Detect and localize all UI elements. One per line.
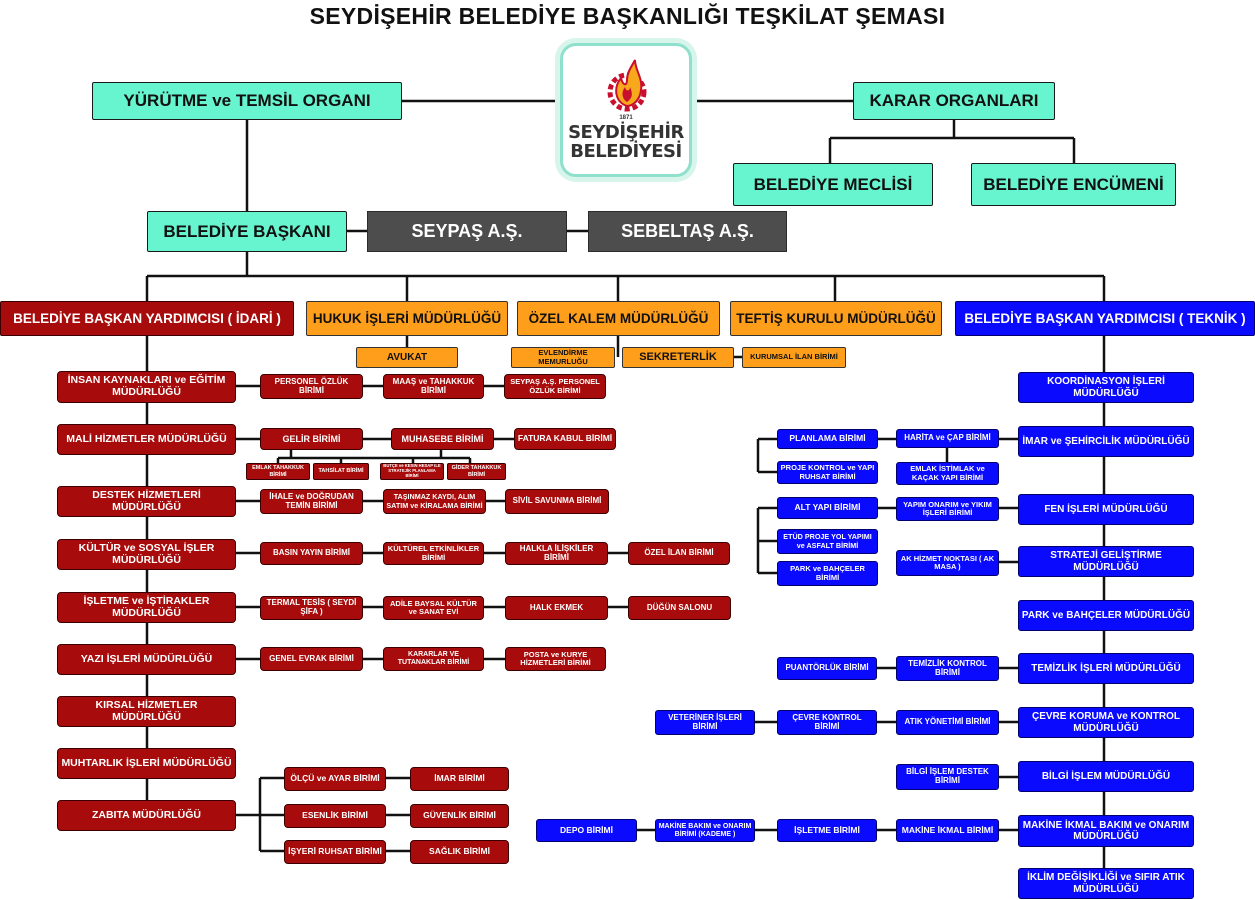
- harita-cap-birimi[interactable]: HARİTA ve ÇAP BİRİMİ: [896, 429, 999, 448]
- dugun-salonu-birimi[interactable]: DÜĞÜN SALONU: [628, 596, 731, 620]
- ihale-dogrudan-temin-birimi[interactable]: İHALE ve DOĞRUDAN TEMİN BİRİMİ: [260, 489, 363, 514]
- imar-sehircilik-mudurlugu[interactable]: İMAR ve ŞEHİRCİLİK MÜDÜRLÜĞÜ: [1018, 426, 1194, 457]
- makine-ikmal-birimi[interactable]: MAKİNE İKMAL BİRİMİ: [896, 819, 999, 842]
- cevre-kontrol-birimi[interactable]: ÇEVRE KONTROL BİRİMİ: [777, 710, 877, 735]
- evlendirme-memurlugu-box[interactable]: EVLENDİRME MEMURLUĞU: [511, 347, 615, 368]
- bilgi-islem-mudurlugu[interactable]: BİLGİ İŞLEM MÜDÜRLÜĞÜ: [1018, 761, 1194, 792]
- temizlik-isleri-mudurlugu[interactable]: TEMİZLİK İŞLERİ MÜDÜRLÜĞÜ: [1018, 653, 1194, 684]
- gelir-birimi[interactable]: GELİR BİRİMİ: [260, 428, 363, 450]
- logo-name-line1: SEYDİŞEHİR: [568, 122, 684, 143]
- gider-tahakkuk-birimi[interactable]: GİDER TAHAKKUK BİRİMİ: [447, 463, 506, 480]
- personel-ozluk-birimi[interactable]: PERSONEL ÖZLÜK BİRİMİ: [260, 374, 363, 399]
- karar-organlari-box[interactable]: KARAR ORGANLARI: [853, 82, 1055, 120]
- saglik-birimi[interactable]: SAĞLIK BİRİMİ: [410, 840, 509, 864]
- yapim-onarim-yikim-birimi[interactable]: YAPIM ONARIM ve YIKIM İŞLERİ BİRİMİ: [896, 497, 999, 521]
- insan-kaynaklari-mudurlugu[interactable]: İNSAN KAYNAKLARI ve EĞİTİM MÜDÜRLÜĞÜ: [57, 371, 236, 403]
- makine-ikmal-bakim-onarim-mudurlugu[interactable]: MAKİNE İKMAL BAKIM ve ONARIM MÜDÜRLÜĞÜ: [1018, 815, 1194, 847]
- kulturel-etkinlikler-birimi[interactable]: KÜLTÜREL ETKİNLİKLER BİRİMİ: [383, 542, 484, 565]
- belediye-meclisi-box[interactable]: BELEDİYE MECLİSİ: [733, 163, 933, 206]
- emlak-tahakkuk-birimi[interactable]: EMLAK TAHAKKUK BİRİMİ: [246, 463, 310, 480]
- chart-title: SEYDİŞEHİR BELEDİYE BAŞKANLIĞI TEŞKİLAT …: [309, 3, 946, 29]
- logo-name-line2: BELEDİYESİ: [570, 140, 682, 162]
- halkla-iliskiler-birimi[interactable]: HALKLA İLİŞKİLER BİRİMİ: [505, 542, 608, 565]
- tasinmaz-kaydi-birimi[interactable]: TAŞINMAZ KAYDI, ALIM SATIM ve KİRALAMA B…: [383, 489, 486, 514]
- puantorluk-birimi[interactable]: PUANTÖRLÜK BİRİMİ: [777, 657, 877, 680]
- belediye-encumeni-box[interactable]: BELEDİYE ENCÜMENİ: [971, 163, 1176, 206]
- fatura-kabul-birimi[interactable]: FATURA KABUL BİRİMİ: [514, 428, 616, 450]
- avukat-box[interactable]: AVUKAT: [356, 347, 458, 368]
- sebeltas-box[interactable]: SEBELTAŞ A.Ş.: [588, 211, 787, 252]
- genel-evrak-birimi[interactable]: GENEL EVRAK BİRİMİ: [260, 647, 363, 671]
- depo-birimi[interactable]: DEPO BİRİMİ: [536, 819, 637, 842]
- isyeri-ruhsat-birimi[interactable]: İŞYERİ RUHSAT BİRİMİ: [284, 840, 386, 864]
- guvenlik-birimi[interactable]: GÜVENLİK BİRİMİ: [410, 804, 509, 828]
- etud-proje-yol-asfalt-birimi[interactable]: ETÜD PROJE YOL YAPIMI ve ASFALT BİRİMİ: [777, 529, 878, 554]
- baskan-yardimcisi-teknik-box[interactable]: BELEDİYE BAŞKAN YARDIMCISI ( TEKNİK ): [955, 301, 1255, 336]
- ozel-kalem-box[interactable]: ÖZEL KALEM MÜDÜRLÜĞÜ: [517, 301, 720, 336]
- iklim-degisikligi-sifir-atik-mudurlugu[interactable]: İKLİM DEĞİŞİKLİĞİ ve SIFIR ATIK MÜDÜRLÜĞ…: [1018, 868, 1194, 899]
- destek-hizmetleri-mudurlugu[interactable]: DESTEK HİZMETLERİ MÜDÜRLÜĞÜ: [57, 486, 236, 517]
- mali-hizmetler-mudurlugu[interactable]: MALİ HİZMETLER MÜDÜRLÜĞÜ: [57, 424, 236, 455]
- kirsal-hizmetler-mudurlugu[interactable]: KIRSAL HİZMETLER MÜDÜRLÜĞÜ: [57, 696, 236, 727]
- esenlik-birimi[interactable]: ESENLİK BİRİMİ: [284, 804, 386, 828]
- isletme-istirakler-mudurlugu[interactable]: İŞLETME ve İŞTİRAKLER MÜDÜRLÜĞÜ: [57, 592, 236, 623]
- planlama-birimi[interactable]: PLANLAMA BİRİMİ: [777, 429, 878, 449]
- sivil-savunma-birimi[interactable]: SİVİL SAVUNMA BİRİMİ: [505, 489, 609, 514]
- zabita-mudurlugu[interactable]: ZABITA MÜDÜRLÜĞÜ: [57, 800, 236, 831]
- yurutme-organi-box[interactable]: YÜRÜTME ve TEMSİL ORGANI: [92, 82, 402, 120]
- halk-ekmek-birimi[interactable]: HALK EKMEK: [505, 596, 608, 620]
- cevre-koruma-kontrol-mudurlugu[interactable]: ÇEVRE KORUMA ve KONTROL MÜDÜRLÜĞÜ: [1018, 707, 1194, 738]
- logo-name: SEYDİŞEHİR BELEDİYESİ: [563, 122, 689, 162]
- adile-baysal-kultur-sanat-evi[interactable]: ADİLE BAYSAL KÜLTÜR ve SANAT EVİ: [383, 596, 484, 620]
- kultur-sosyal-isler-mudurlugu[interactable]: KÜLTÜR ve SOSYAL İŞLER MÜDÜRLÜĞÜ: [57, 539, 236, 570]
- isletme-birimi[interactable]: İŞLETME BİRİMİ: [777, 819, 877, 842]
- municipality-logo: 1871 SEYDİŞEHİR BELEDİYESİ: [560, 43, 692, 177]
- maas-tahakkuk-birimi[interactable]: MAAŞ ve TAHAKKUK BİRİMİ: [383, 374, 484, 399]
- koordinasyon-isleri-mudurlugu[interactable]: KOORDİNASYON İŞLERİ MÜDÜRLÜĞÜ: [1018, 372, 1194, 403]
- ozel-ilan-birimi[interactable]: ÖZEL İLAN BİRİMİ: [628, 542, 730, 565]
- kurumsal-ilan-box[interactable]: KURUMSAL İLAN BİRİMİ: [742, 347, 846, 368]
- kararlar-tutanaklar-birimi[interactable]: KARARLAR VE TUTANAKLAR BİRİMİ: [383, 647, 484, 671]
- park-bahceler-birimi[interactable]: PARK ve BAHÇELER BİRİMİ: [777, 561, 878, 586]
- alt-yapi-birimi[interactable]: ALT YAPI BİRİMİ: [777, 497, 878, 519]
- yazi-isleri-mudurlugu[interactable]: YAZI İŞLERİ MÜDÜRLÜĞÜ: [57, 644, 236, 675]
- logo-year: 1871: [619, 115, 633, 121]
- baskan-yardimcisi-idari-box[interactable]: BELEDİYE BAŞKAN YARDIMCISI ( İDARİ ): [0, 301, 294, 336]
- tahsilat-birimi[interactable]: TAHSİLAT BİRİMİ: [313, 463, 369, 480]
- basin-yayin-birimi[interactable]: BASIN YAYIN BİRİMİ: [260, 542, 363, 565]
- proje-kontrol-yapi-ruhsat-birimi[interactable]: PROJE KONTROL ve YAPI RUHSAT BİRİMİ: [777, 461, 878, 484]
- veteriner-isleri-birimi[interactable]: VETERİNER İŞLERİ BİRİMİ: [655, 710, 755, 735]
- teftis-kurulu-box[interactable]: TEFTİŞ KURULU MÜDÜRLÜĞÜ: [730, 301, 942, 336]
- posta-kurye-birimi[interactable]: POSTA ve KURYE HİZMETLERİ BİRİMİ: [505, 647, 606, 671]
- ak-hizmet-noktasi-birimi[interactable]: AK HİZMET NOKTASI ( AK MASA ): [896, 550, 999, 576]
- termal-tesis-birimi[interactable]: TERMAL TESİS ( SEYDİ ŞİFA ): [260, 596, 363, 620]
- seypas-personel-ozluk-birimi[interactable]: SEYPAŞ A.Ş. PERSONEL ÖZLÜK BİRİMİ: [504, 374, 606, 399]
- belediye-baskani-box[interactable]: BELEDİYE BAŞKANI: [147, 211, 347, 252]
- strateji-gelistirme-mudurlugu[interactable]: STRATEJİ GELİŞTİRME MÜDÜRLÜĞÜ: [1018, 546, 1194, 577]
- temizlik-kontrol-birimi[interactable]: TEMİZLİK KONTROL BİRİMİ: [896, 656, 999, 681]
- imar-birimi[interactable]: İMAR BİRİMİ: [410, 767, 509, 791]
- seypas-box[interactable]: SEYPAŞ A.Ş.: [367, 211, 567, 252]
- atik-yonetimi-birimi[interactable]: ATIK YÖNETİMİ BİRİMİ: [896, 710, 999, 735]
- makine-bakim-onarim-birimi[interactable]: MAKİNE BAKIM ve ONARIM BİRİMİ (KADEME ): [655, 819, 755, 842]
- flame-gear-icon: [607, 59, 647, 112]
- fen-isleri-mudurlugu[interactable]: FEN İŞLERİ MÜDÜRLÜĞÜ: [1018, 494, 1194, 525]
- hukuk-isleri-box[interactable]: HUKUK İŞLERİ MÜDÜRLÜĞÜ: [306, 301, 508, 336]
- sekreterlik-box[interactable]: SEKRETERLİK: [622, 347, 734, 368]
- bilgi-islem-destek-birimi[interactable]: BİLGİ İŞLEM DESTEK BİRİMİ: [896, 764, 999, 790]
- emlak-istimlak-kacak-yapi-birimi[interactable]: EMLAK İSTİMLAK ve KAÇAK YAPI BİRİMİ: [896, 462, 999, 485]
- muhasebe-birimi[interactable]: MUHASEBE BİRİMİ: [391, 428, 494, 450]
- olcu-ayar-birimi[interactable]: ÖLÇÜ ve AYAR BİRİMİ: [284, 767, 386, 791]
- park-bahceler-mudurlugu[interactable]: PARK ve BAHÇELER MÜDÜRLÜĞÜ: [1018, 600, 1194, 631]
- butce-kesin-hesap-birimi[interactable]: BÜTÇE ve KESİN HESAP İLE STRATEJİK PLANL…: [380, 463, 444, 480]
- muhtarlik-isleri-mudurlugu[interactable]: MUHTARLIK İŞLERİ MÜDÜRLÜĞÜ: [57, 748, 236, 779]
